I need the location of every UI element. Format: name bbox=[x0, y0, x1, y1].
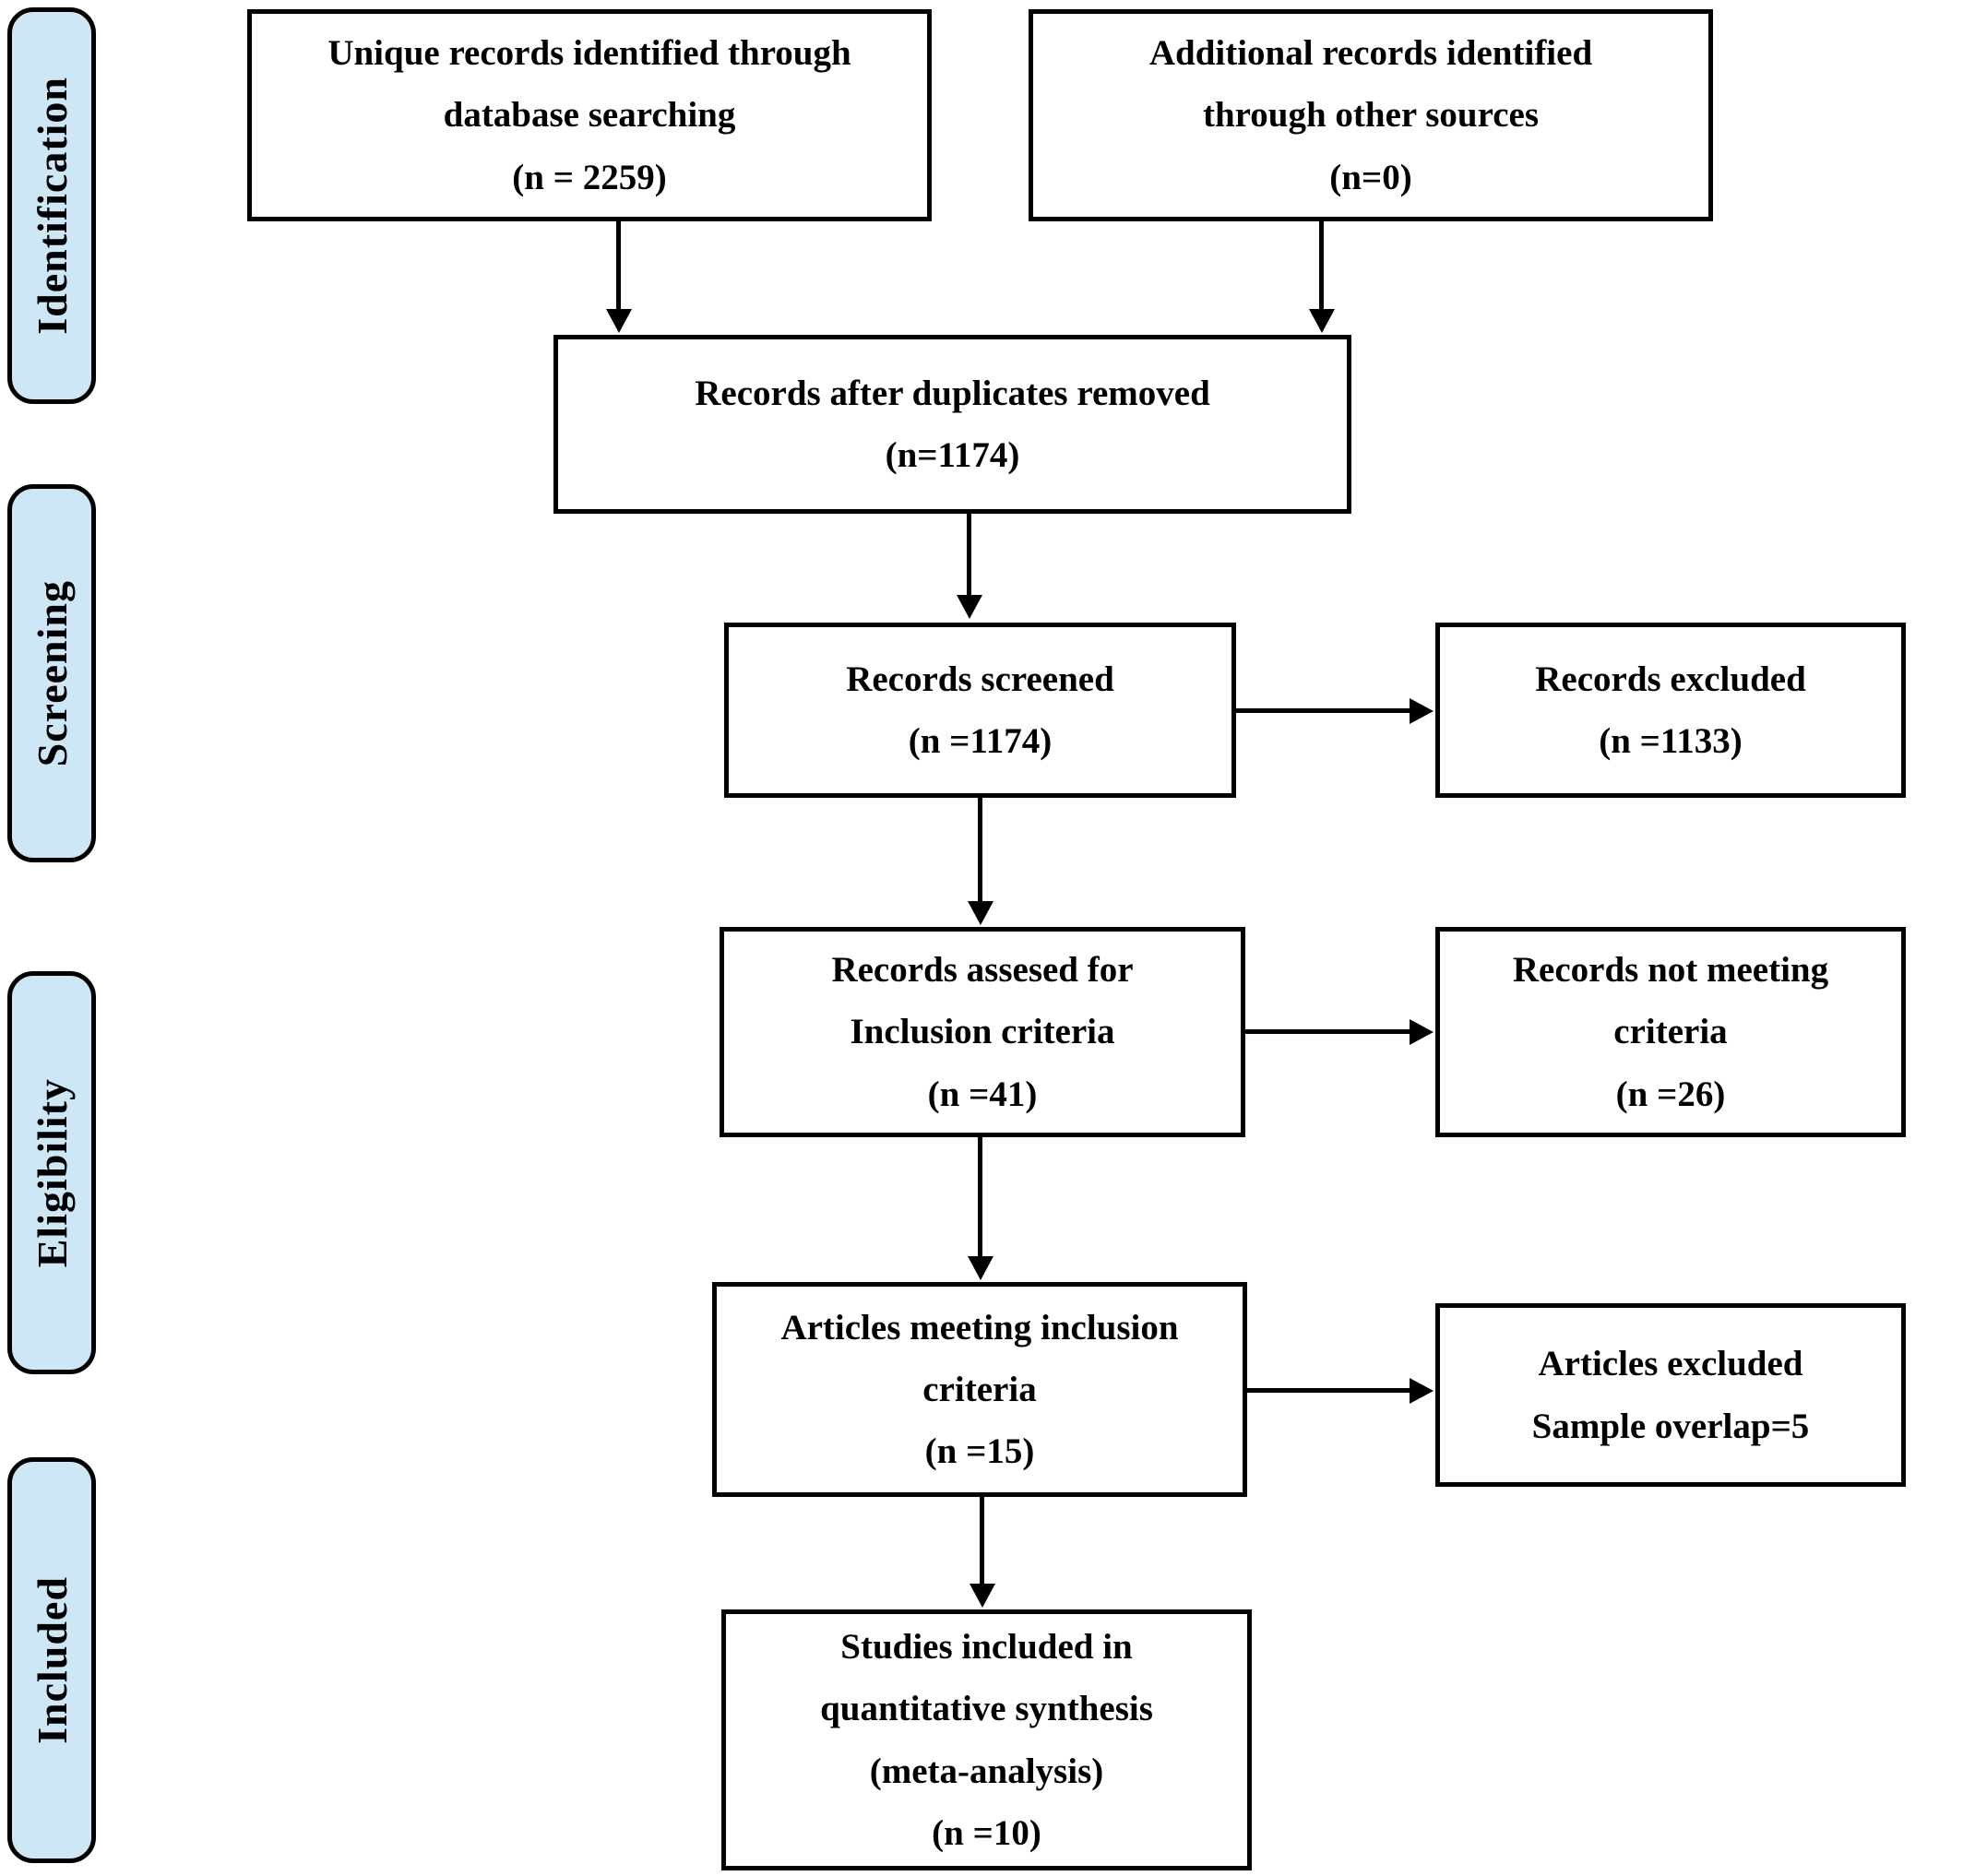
stage-screening-label: Screening bbox=[28, 579, 76, 767]
stage-included: Included bbox=[7, 1457, 96, 1863]
stage-eligibility-label: Eligibility bbox=[28, 1077, 76, 1268]
box-duplicates-removed: Records after duplicates removed (n=1174… bbox=[553, 335, 1351, 514]
box-records-not-meeting: Records not meeting criteria (n =26) bbox=[1435, 927, 1906, 1137]
box-articles-excluded: Articles excluded Sample overlap=5 bbox=[1435, 1303, 1906, 1487]
box-records-excluded: Records excluded (n =1133) bbox=[1435, 623, 1906, 798]
box-other-sources: Additional records identified through ot… bbox=[1029, 9, 1713, 221]
box-records-assessed-text: Records assesed for Inclusion criteria (… bbox=[831, 950, 1134, 1114]
stage-identification-label: Identification bbox=[28, 77, 76, 335]
box-records-not-meeting-text: Records not meeting criteria (n =26) bbox=[1512, 950, 1829, 1114]
box-studies-included: Studies included in quantitative synthes… bbox=[721, 1609, 1252, 1870]
arrow-assessed-to-not-meeting bbox=[1245, 1029, 1410, 1034]
arrow-meeting-to-articles-excluded bbox=[1247, 1388, 1410, 1393]
box-records-screened: Records screened (n =1174) bbox=[724, 623, 1236, 798]
arrow-assessed-to-meeting bbox=[978, 1137, 982, 1256]
arrow-meeting-to-included bbox=[980, 1497, 984, 1584]
stage-identification: Identification bbox=[7, 7, 96, 404]
arrow-duplicates-to-screened bbox=[967, 514, 971, 595]
box-articles-meeting: Articles meeting inclusion criteria (n =… bbox=[712, 1282, 1247, 1497]
stage-eligibility: Eligibility bbox=[7, 971, 96, 1374]
box-records-excluded-text: Records excluded (n =1133) bbox=[1535, 659, 1806, 761]
stage-included-label: Included bbox=[28, 1576, 76, 1744]
arrow-sources-to-duplicates bbox=[1319, 221, 1324, 309]
stage-screening: Screening bbox=[7, 484, 96, 862]
arrow-screened-to-excluded bbox=[1236, 708, 1410, 713]
box-studies-included-text: Studies included in quantitative synthes… bbox=[820, 1627, 1153, 1853]
box-database-search: Unique records identified through databa… bbox=[247, 9, 932, 221]
box-articles-excluded-text: Articles excluded Sample overlap=5 bbox=[1531, 1344, 1810, 1446]
box-records-assessed: Records assesed for Inclusion criteria (… bbox=[720, 927, 1245, 1137]
box-database-search-text: Unique records identified through databa… bbox=[327, 33, 851, 197]
box-other-sources-text: Additional records identified through ot… bbox=[1148, 33, 1593, 197]
box-duplicates-removed-text: Records after duplicates removed (n=1174… bbox=[695, 373, 1210, 475]
box-records-screened-text: Records screened (n =1174) bbox=[846, 659, 1114, 761]
arrow-database-to-duplicates bbox=[616, 221, 621, 309]
box-articles-meeting-text: Articles meeting inclusion criteria (n =… bbox=[780, 1307, 1179, 1472]
arrow-screened-to-assessed bbox=[978, 798, 982, 901]
